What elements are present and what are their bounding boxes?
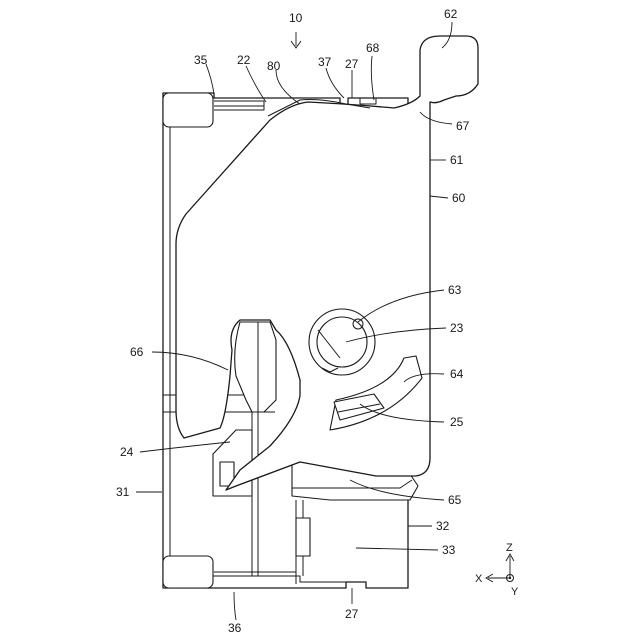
leader-60	[430, 196, 448, 198]
label-27-top: 27	[345, 57, 359, 71]
axis-label-z: Z	[506, 542, 513, 554]
leader-68	[371, 56, 374, 100]
label-63: 63	[448, 283, 462, 297]
label-66: 66	[130, 345, 144, 359]
label-32: 32	[436, 519, 450, 533]
label-65: 65	[448, 493, 462, 507]
label-61: 61	[450, 153, 464, 167]
label-35: 35	[194, 53, 208, 67]
y-axis-dot	[509, 577, 511, 579]
leader-22	[246, 66, 266, 102]
label-23: 23	[450, 321, 464, 335]
leader-37	[326, 68, 344, 98]
axis-label-x: X	[475, 573, 483, 585]
leader-35	[206, 64, 214, 94]
label-37: 37	[318, 55, 332, 69]
label-60: 60	[452, 191, 466, 205]
label-68: 68	[366, 41, 380, 55]
label-24: 24	[120, 445, 134, 459]
label-80: 80	[267, 59, 281, 73]
label-10: 10	[289, 11, 303, 25]
label-22: 22	[237, 53, 251, 67]
axis-indicator: Z X Y	[475, 542, 519, 598]
label-36: 36	[228, 621, 242, 635]
axis-label-y: Y	[511, 586, 519, 598]
label-31: 31	[116, 485, 130, 499]
label-27-bottom: 27	[345, 607, 359, 621]
label-64: 64	[450, 367, 464, 381]
leader-36	[234, 592, 236, 620]
label-33: 33	[442, 543, 456, 557]
label-67: 67	[456, 119, 470, 133]
label-62: 62	[444, 7, 458, 21]
label-25: 25	[450, 415, 464, 429]
